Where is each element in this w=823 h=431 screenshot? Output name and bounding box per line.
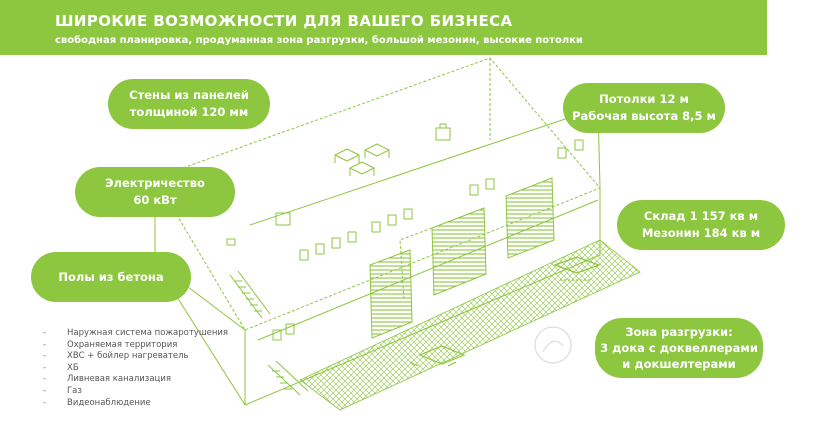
- list-item: ХВС + бойлер нагреватель: [43, 351, 228, 363]
- callout-electricity-line1: Электричество: [105, 176, 205, 190]
- dock-doors: [369, 177, 555, 339]
- callout-warehouse-line1: Склад 1 157 кв м: [643, 209, 759, 223]
- callout-unloading-line2: 3 дока с доквеллерами: [600, 341, 758, 355]
- list-item: Газ: [43, 386, 228, 398]
- callout-unloading: Зона разгрузки: 3 дока с доквеллерами и …: [595, 318, 763, 378]
- callout-ceilings-line1: Потолки 12 м: [599, 92, 689, 106]
- page-subtitle: свободная планировка, продуманная зона р…: [55, 35, 583, 46]
- roof-ventilation: [226, 123, 451, 246]
- list-item: ХБ: [43, 363, 228, 375]
- callout-unloading-line1: Зона разгрузки:: [625, 325, 733, 339]
- watermark-icon: [534, 326, 572, 364]
- callout-electricity: Электричество 60 кВт: [75, 167, 235, 217]
- callout-floors-line1: Полы из бетона: [58, 269, 164, 284]
- list-item: Ливневая канализация: [43, 374, 228, 386]
- callout-electricity-line2: 60 кВт: [133, 193, 177, 207]
- windows-strip: [272, 139, 584, 341]
- callout-warehouse-line2: Мезонин 184 кв м: [641, 226, 761, 240]
- truck-markings: [409, 256, 601, 367]
- stairs: [229, 270, 309, 396]
- features-list: Наружная система пожаротушения Охраняема…: [43, 328, 228, 409]
- callout-walls: Стены из панелей толщиной 120 мм: [108, 79, 270, 129]
- list-item: Наружная система пожаротушения: [43, 328, 228, 340]
- loading-apron: [299, 239, 641, 411]
- callout-walls-line1: Стены из панелей: [129, 88, 249, 102]
- callout-warehouse: Склад 1 157 кв м Мезонин 184 кв м: [617, 200, 785, 250]
- callout-walls-line2: толщиной 120 мм: [129, 105, 249, 119]
- callout-ceilings: Потолки 12 м Рабочая высота 8,5 м: [563, 83, 725, 133]
- callout-unloading-line3: и докшелтерами: [622, 357, 736, 371]
- callout-ceilings-line2: Рабочая высота 8,5 м: [572, 109, 716, 123]
- list-item: Охраняемая территория: [43, 340, 228, 352]
- page-title: ШИРОКИЕ ВОЗМОЖНОСТИ ДЛЯ ВАШЕГО БИЗНЕСА: [55, 12, 513, 30]
- callout-floors: Полы из бетона: [31, 252, 191, 302]
- list-item: Видеонаблюдение: [43, 398, 228, 410]
- header-banner: ШИРОКИЕ ВОЗМОЖНОСТИ ДЛЯ ВАШЕГО БИЗНЕСА с…: [0, 0, 767, 55]
